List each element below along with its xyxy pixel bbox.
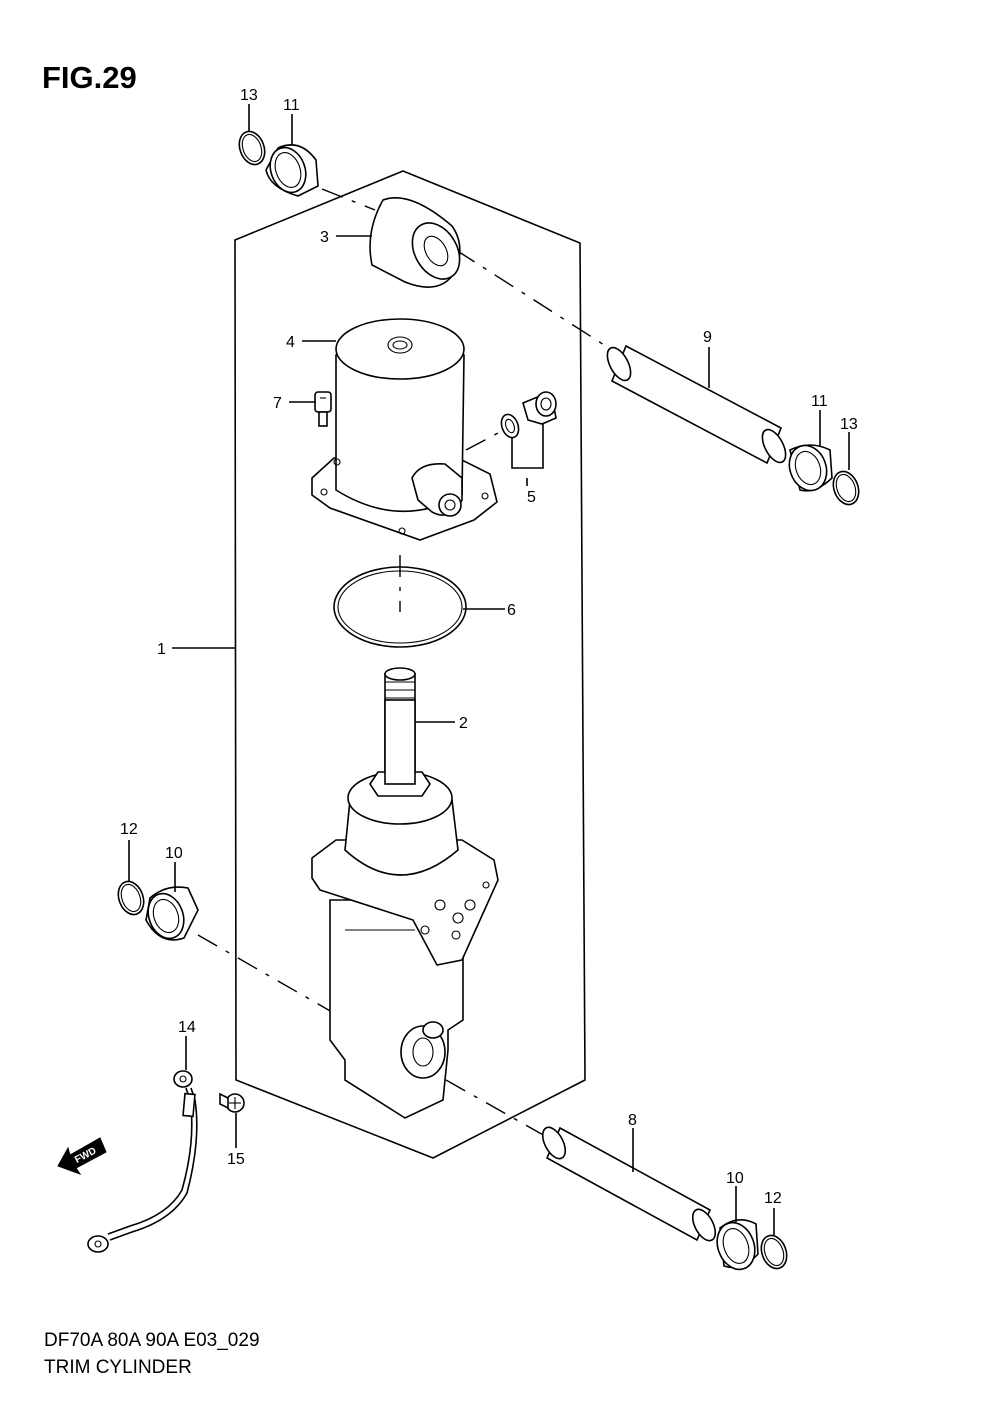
- callout-labels: 1 2 3 4 5 6 7 8 9 10 10 11 11 12 12 13 1…: [120, 87, 858, 1207]
- part-8-lower-pin: [541, 1126, 717, 1242]
- callout-4: 4: [286, 334, 295, 351]
- callout-5: 5: [527, 489, 536, 506]
- fwd-arrow: FWD: [57, 1137, 107, 1175]
- callout-13-right: 13: [840, 416, 858, 433]
- part-7-bolt: [314, 391, 332, 427]
- callout-15: 15: [227, 1151, 245, 1168]
- diagram-title: TRIM CYLINDER: [44, 1357, 192, 1378]
- part-6-o-ring: [333, 566, 467, 648]
- callout-11-right: 11: [811, 393, 828, 410]
- callout-9: 9: [703, 329, 712, 346]
- part-15-screw: [219, 1092, 245, 1113]
- part-13-circlip-left: [238, 130, 266, 166]
- part-4-cylinder-cap: [311, 318, 498, 541]
- upper-pin-axis-b: [455, 249, 613, 351]
- part-11-upper-bushing-left: [265, 144, 319, 197]
- callout-1: 1: [157, 641, 166, 658]
- part-10-lower-bushing-right: [716, 1219, 759, 1271]
- callout-10-right: 10: [726, 1170, 744, 1187]
- part-12-circlip-left: [117, 880, 145, 916]
- callout-12-right: 12: [764, 1190, 782, 1207]
- part-9-upper-pin: [606, 344, 787, 465]
- part-13-circlip-right: [832, 470, 860, 506]
- callout-3: 3: [320, 229, 329, 246]
- callout-7: 7: [273, 395, 282, 412]
- assembly-boundary: [234, 170, 586, 1159]
- leader-lines: [128, 104, 850, 1236]
- callout-10-left: 10: [165, 845, 183, 862]
- figure-title: FIG.29: [42, 60, 137, 95]
- part-14-ground-lead: [87, 1070, 198, 1253]
- callout-13-left: 13: [240, 87, 258, 104]
- model-code: DF70A 80A 90A E03_029: [44, 1330, 260, 1351]
- callout-14: 14: [178, 1019, 196, 1036]
- callout-6: 6: [507, 602, 516, 619]
- callout-12-left: 12: [120, 821, 138, 838]
- part-5-valve-plug: [500, 391, 557, 469]
- lower-pin-axis-b: [445, 1079, 546, 1137]
- upper-pin-axis: [321, 188, 376, 211]
- callout-8: 8: [628, 1112, 637, 1129]
- callout-2: 2: [459, 715, 468, 732]
- trim-cylinder-body: [311, 699, 499, 1119]
- part-11-upper-bushing-right: [788, 444, 833, 492]
- part-10-lower-bushing-left: [145, 886, 199, 941]
- part-3-bushing: [369, 197, 461, 288]
- part-12-circlip-right: [760, 1234, 788, 1270]
- lower-pin-axis: [197, 934, 333, 1013]
- valve-axis: [465, 431, 501, 451]
- callout-11-left: 11: [283, 97, 300, 114]
